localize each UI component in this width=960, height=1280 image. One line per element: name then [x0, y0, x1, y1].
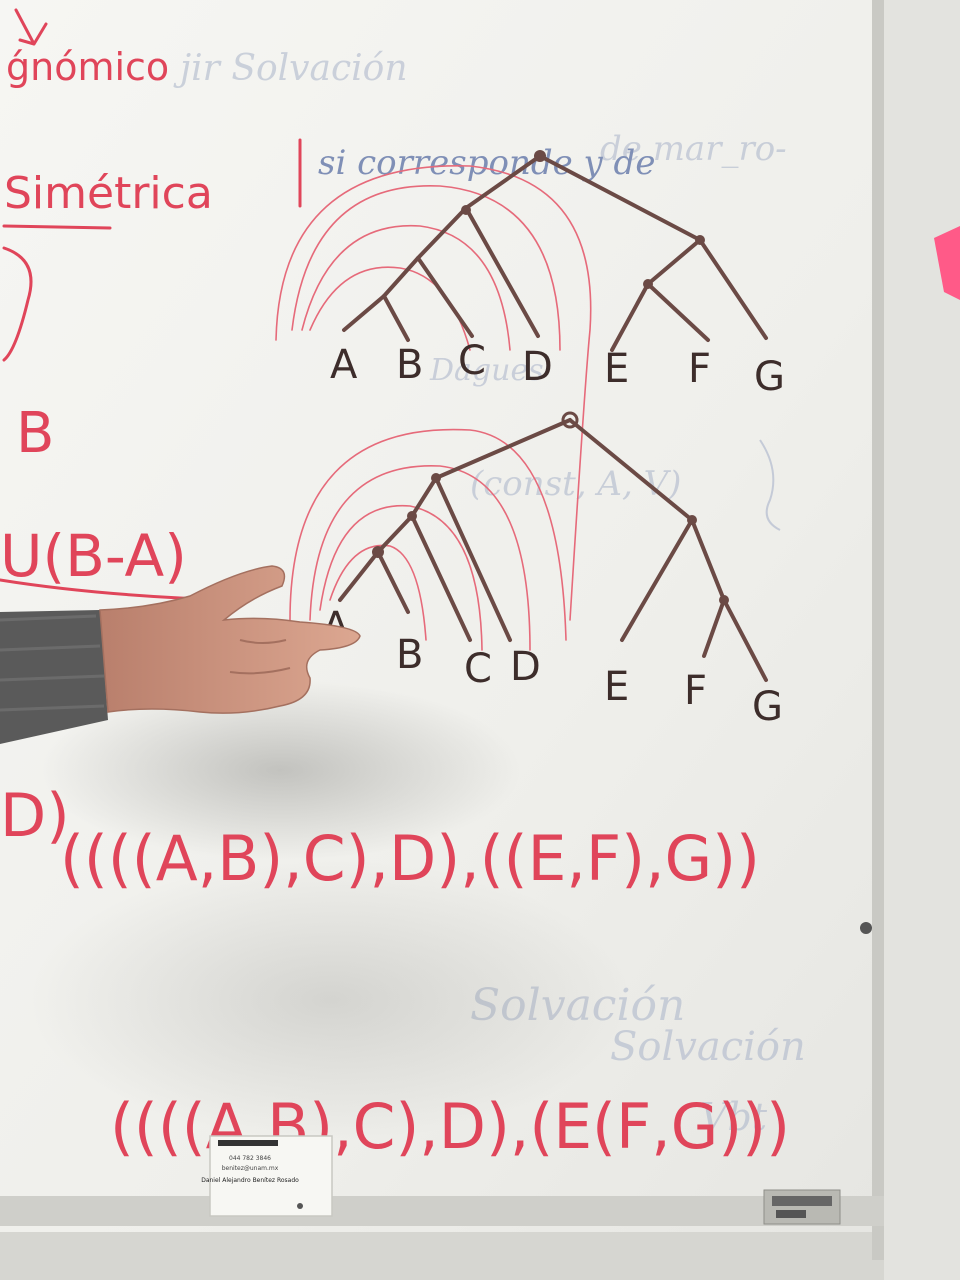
top-leaf: B: [396, 342, 423, 388]
board-frame-right: [872, 0, 884, 1260]
board-sticker: [763, 1189, 841, 1225]
heading-fragment: ǵnómico: [6, 45, 169, 89]
board-tray: [0, 1196, 884, 1226]
top-tree-leaves: A B C D E F G: [330, 338, 785, 400]
hand-shadow: [40, 680, 520, 860]
bottom-leaf: G: [752, 684, 783, 730]
red-set-expression: U(B-A): [0, 522, 187, 590]
svg-text:benitez@unam.mx: benitez@unam.mx: [222, 1165, 279, 1172]
erased-writing: jir Solvación de mar_ro- Dagues (const, …: [173, 48, 806, 1139]
top-phylogenetic-tree: [342, 150, 768, 352]
svg-text:jir Solvación: jir Solvación: [173, 48, 408, 89]
svg-text:Vbt: Vbt: [700, 1095, 768, 1139]
newick-expression-1: ((((A,B),C),D),((E,F),G)): [60, 822, 760, 895]
svg-text:044 782 3846: 044 782 3846: [229, 1155, 271, 1162]
blue-note: si corresponde y de: [318, 143, 655, 183]
bottom-leaf: F: [684, 668, 707, 714]
bottom-leaf: D: [510, 644, 541, 690]
svg-text:de mar_ro-: de mar_ro-: [600, 129, 787, 169]
bottom-leaf: B: [396, 632, 423, 678]
top-leaf: G: [754, 354, 785, 400]
bottom-phylogenetic-tree: [338, 411, 768, 682]
bottom-tree-clade-arcs: [289, 428, 567, 651]
bottom-leaf: C: [464, 646, 492, 692]
top-leaf: A: [330, 342, 358, 388]
svg-text:Dagues: Dagues: [429, 353, 544, 388]
bottom-leaf: E: [604, 664, 629, 710]
svg-text:Daniel Alejandro Benítez Rosad: Daniel Alejandro Benítez Rosado: [201, 1177, 299, 1184]
top-leaf: F: [688, 346, 711, 392]
red-letter-b: B: [16, 401, 54, 466]
board-screw: [860, 922, 872, 934]
business-card: 044 782 3846 benitez@unam.mx Daniel Alej…: [201, 1135, 333, 1217]
top-leaf: C: [458, 338, 486, 384]
svg-text:Solvación: Solvación: [610, 1024, 806, 1070]
red-label: Simétrica: [4, 168, 213, 219]
top-leaf: E: [604, 346, 629, 392]
presenter-hand: [0, 565, 361, 744]
sticky-note: [934, 226, 960, 300]
top-leaf: D: [522, 344, 553, 390]
